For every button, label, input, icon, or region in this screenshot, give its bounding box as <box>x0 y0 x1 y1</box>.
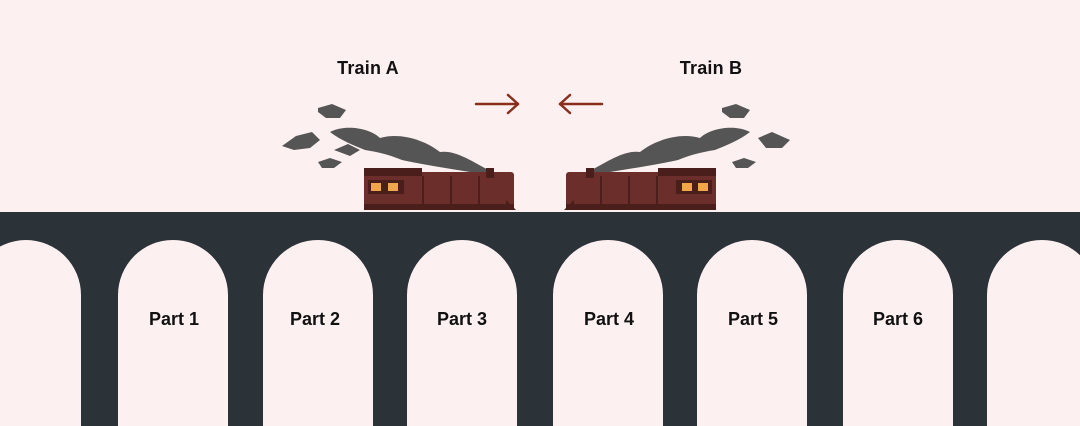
window-icon <box>388 183 398 191</box>
bridge-arches <box>0 212 1080 426</box>
arrow-right-icon <box>474 93 520 115</box>
part-label-5: Part 5 <box>727 309 779 329</box>
part-label-6: Part 6 <box>872 309 924 329</box>
train-a <box>364 168 516 210</box>
train-a-label: Train A <box>337 58 399 78</box>
part-label-4: Part 4 <box>583 309 635 329</box>
smoke-train-a <box>282 104 492 172</box>
bridge-structure <box>0 212 1080 426</box>
window-icon <box>682 183 692 191</box>
smoke-train-b <box>588 104 790 172</box>
train-b <box>564 168 716 210</box>
window-icon <box>698 183 708 191</box>
part-label-3: Part 3 <box>436 309 488 329</box>
train-b-label: Train B <box>679 58 743 78</box>
part-label-2: Part 2 <box>289 309 341 329</box>
arrow-left-icon <box>558 93 604 115</box>
part-label-1: Part 1 <box>148 309 200 329</box>
window-icon <box>371 183 381 191</box>
